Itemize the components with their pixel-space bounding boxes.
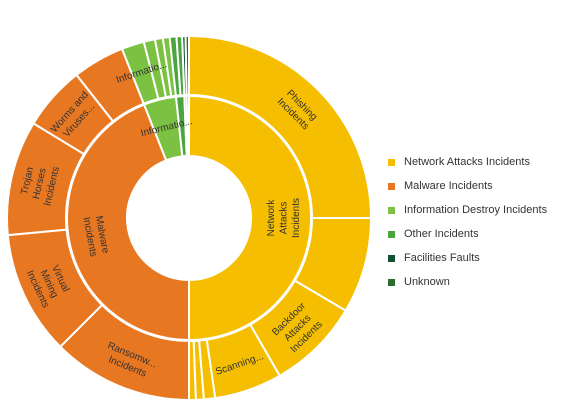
legend-swatch — [388, 182, 395, 190]
legend-swatch — [388, 230, 395, 238]
outer-ring-segment[interactable] — [184, 34, 190, 97]
legend-item[interactable]: Unknown — [388, 270, 547, 294]
legend-swatch — [388, 206, 395, 214]
inner-ring-segment[interactable] — [66, 103, 190, 342]
legend-label: Information Destroy Incidents — [404, 204, 548, 216]
chart-legend: Network Attacks Incidents Malware Incide… — [388, 150, 547, 294]
outer-ring-segment[interactable] — [188, 34, 373, 219]
legend-item[interactable]: Other Incidents — [388, 222, 547, 246]
legend-swatch — [388, 278, 395, 286]
legend-swatch — [388, 158, 395, 166]
legend-label: Unknown — [404, 276, 450, 288]
legend-label: Network Attacks Incidents — [404, 156, 530, 168]
legend-item[interactable]: Facilities Faults — [388, 246, 547, 270]
legend-label: Facilities Faults — [404, 252, 480, 264]
legend-swatch — [388, 254, 395, 262]
legend-label: Other Incidents — [404, 228, 479, 240]
inner-ring-segment[interactable] — [188, 94, 312, 342]
legend-item[interactable]: Malware Incidents — [388, 174, 547, 198]
legend-item[interactable]: Information Destroy Incidents — [388, 198, 547, 222]
outer-ring-segment[interactable] — [188, 339, 197, 402]
legend-item[interactable]: Network Attacks Incidents — [388, 150, 547, 174]
legend-label: Malware Incidents — [404, 180, 493, 192]
inner-ring-segment[interactable] — [185, 94, 190, 158]
